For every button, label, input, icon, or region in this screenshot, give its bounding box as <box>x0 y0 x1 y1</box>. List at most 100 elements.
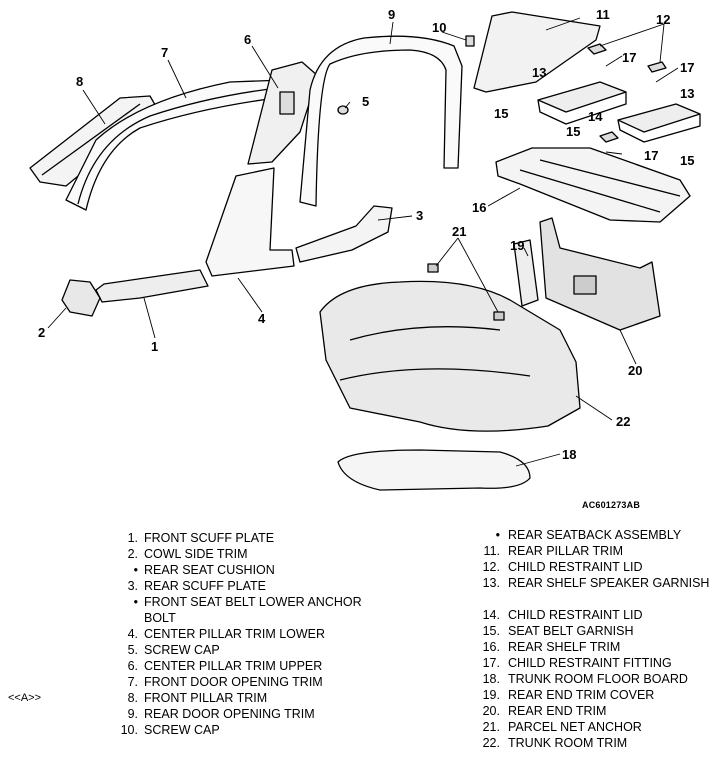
diagram-code: AC601273AB <box>582 500 641 510</box>
legend-right: • REAR SEATBACK ASSEMBLY 11. REAR PILLAR TR… <box>470 527 710 751</box>
legend-number: • <box>495 528 500 542</box>
callout-1: 1 <box>151 339 158 354</box>
callout-6: 6 <box>244 32 251 47</box>
rear-shelf-speaker-garnish-b <box>617 103 701 133</box>
rear-end-trim-cover <box>513 239 539 307</box>
legend-text: COWL SIDE TRIM <box>144 547 248 561</box>
parcel-net-anchor-a <box>427 263 439 273</box>
rear-end-trim <box>539 217 661 331</box>
callout-7: 7 <box>161 45 168 60</box>
legend-number: 1. <box>127 531 138 545</box>
callout-16: 16 <box>472 200 486 215</box>
callout-17b: 17 <box>680 60 694 75</box>
child-restraint-lid-14 <box>599 131 619 143</box>
legend-number: • <box>133 563 138 577</box>
exploded-parts-diagram: 1 2 3 4 5 6 7 8 9 10 11 12 13 13 14 15 1… <box>29 7 701 491</box>
legend-item: 5.SCREW CAP <box>100 642 390 658</box>
screw-cap-10 <box>465 35 475 47</box>
callout-3: 3 <box>416 208 423 223</box>
rear-scuff-plate <box>295 205 393 263</box>
legend-text: REAR SEATBACK ASSEMBLY <box>508 528 682 542</box>
callout-20: 20 <box>628 363 642 378</box>
legend-number: 18. <box>482 672 500 686</box>
rear-shelf-speaker-garnish-a <box>537 81 627 113</box>
callout-17a: 17 <box>622 50 636 65</box>
callout-15b: 15 <box>566 124 580 139</box>
legend-number: 2. <box>127 547 138 561</box>
callout-17c: 17 <box>644 148 658 163</box>
legend-text: FRONT DOOR OPENING TRIM <box>144 675 323 689</box>
legend-text: CHILD RESTRAINT LID <box>508 560 643 574</box>
callout-15a: 15 <box>494 106 508 121</box>
legend-text: REAR SEAT CUSHION <box>144 563 275 577</box>
parcel-net-anchor-b <box>493 311 505 321</box>
trunk-room-floor-board <box>337 449 531 491</box>
legend-text: SCREW CAP <box>144 723 220 737</box>
cowl-side-trim <box>61 279 101 317</box>
callout-22: 22 <box>616 414 630 429</box>
trunk-room-trim <box>319 280 581 432</box>
callout-4: 4 <box>258 311 266 326</box>
legend-text: REAR DOOR OPENING TRIM <box>144 707 315 721</box>
legend-number: 16. <box>482 640 500 654</box>
legend-number: 9. <box>127 707 138 721</box>
legend-number: 20. <box>482 704 500 718</box>
legend-item: 8.FRONT PILLAR TRIM <box>100 690 390 706</box>
legend-item: 4.CENTER PILLAR TRIM LOWER <box>100 626 390 642</box>
legend-item: 19. REAR END TRIM COVER <box>470 687 710 703</box>
legend-text: CENTER PILLAR TRIM UPPER <box>144 659 323 673</box>
callout-12: 12 <box>656 12 670 27</box>
callout-18: 18 <box>562 447 576 462</box>
legend-item: 18. TRUNK ROOM FLOOR BOARD <box>470 671 710 687</box>
legend-item: 22.TRUNK ROOM TRIM <box>470 735 710 751</box>
legend-item: 13. REAR SHELF SPEAKER GARNISH <box>470 575 710 607</box>
callout-21: 21 <box>452 224 466 239</box>
note-label: <<A>> <box>8 692 42 704</box>
legend-text: REAR SHELF SPEAKER GARNISH <box>508 576 710 590</box>
rear-shelf-trim <box>495 147 691 223</box>
legend-item: 7.FRONT DOOR OPENING TRIM <box>100 674 390 690</box>
callout-8: 8 <box>76 74 83 89</box>
legend-text: REAR END TRIM <box>508 704 607 718</box>
legend-item: • REAR SEATBACK ASSEMBLY <box>470 527 710 543</box>
legend-item: 11. REAR PILLAR TRIM <box>470 543 710 559</box>
legend-item: • REAR SEAT CUSHION <box>100 562 390 578</box>
legend-text: CENTER PILLAR TRIM LOWER <box>144 627 326 641</box>
legend-text: REAR SHELF TRIM <box>508 640 621 654</box>
legend-number: • <box>133 595 138 609</box>
legend-text: PARCEL NET ANCHOR <box>508 720 642 734</box>
legend-text: SEAT BELT GARNISH <box>508 624 634 638</box>
legend-item: 15. SEAT BELT GARNISH <box>470 623 710 639</box>
legend-number: 8. <box>127 691 138 705</box>
legend-text: REAR END TRIM COVER <box>508 688 655 702</box>
legend-number: 15. <box>482 624 500 638</box>
legend-item: 1. FRONT SCUFF PLATE <box>100 530 390 546</box>
legend-number: 19. <box>482 688 500 702</box>
legend-text: REAR SCUFF PLATE <box>144 579 267 593</box>
callout-10: 10 <box>432 20 446 35</box>
legend-number: 3. <box>127 579 138 593</box>
legend-number: 5. <box>127 643 138 657</box>
callout-14: 14 <box>588 109 603 124</box>
legend-number: 11. <box>483 544 500 558</box>
screw-cap-5 <box>337 105 349 115</box>
legend-item: 2. COWL SIDE TRIM <box>100 546 390 562</box>
legend-text: TRUNK ROOM TRIM <box>508 736 628 750</box>
callout-2: 2 <box>38 325 45 340</box>
legend-item: 21. PARCEL NET ANCHOR <box>470 719 710 735</box>
callout-5: 5 <box>362 94 369 109</box>
legend-number: 13. <box>482 576 500 590</box>
callout-15c: 15 <box>680 153 694 168</box>
legend-item: 17.CHILD RESTRAINT FITTING <box>470 655 710 671</box>
callout-9: 9 <box>388 7 395 22</box>
legend-number: 21. <box>482 720 500 734</box>
callout-11: 11 <box>596 7 610 22</box>
legend-text: REAR PILLAR TRIM <box>508 544 624 558</box>
child-restraint-lid-12a <box>587 43 607 55</box>
rear-door-opening-trim <box>299 35 463 207</box>
legend-number: 17. <box>482 656 500 670</box>
legend-text: FRONT SCUFF PLATE <box>144 531 275 545</box>
legend-text: TRUNK ROOM FLOOR BOARD <box>508 672 688 686</box>
legend-item: 3. REAR SCUFF PLATE <box>100 578 390 594</box>
child-restraint-lid-12b <box>647 61 667 73</box>
